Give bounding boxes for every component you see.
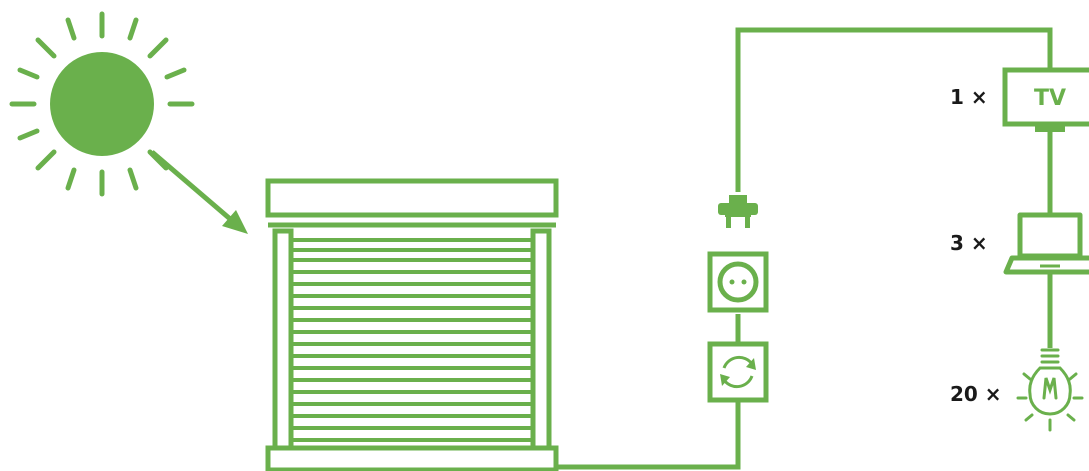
device-count-tv: 1 × [950,85,988,109]
laptop-icon [1006,215,1089,272]
sun-icon [12,14,192,194]
socket-icon [710,254,766,310]
device-count-laptop: 3 × [950,231,988,255]
sunlight-arrow [152,152,248,234]
shutter-slats [293,240,531,440]
tv-label: TV [1034,86,1066,111]
inverter-icon [710,344,766,400]
roller-shutter [268,181,556,470]
device-count-light-bulb: 20 × [950,382,1002,406]
light-bulb-icon [1018,350,1082,430]
plug-icon [718,195,758,228]
